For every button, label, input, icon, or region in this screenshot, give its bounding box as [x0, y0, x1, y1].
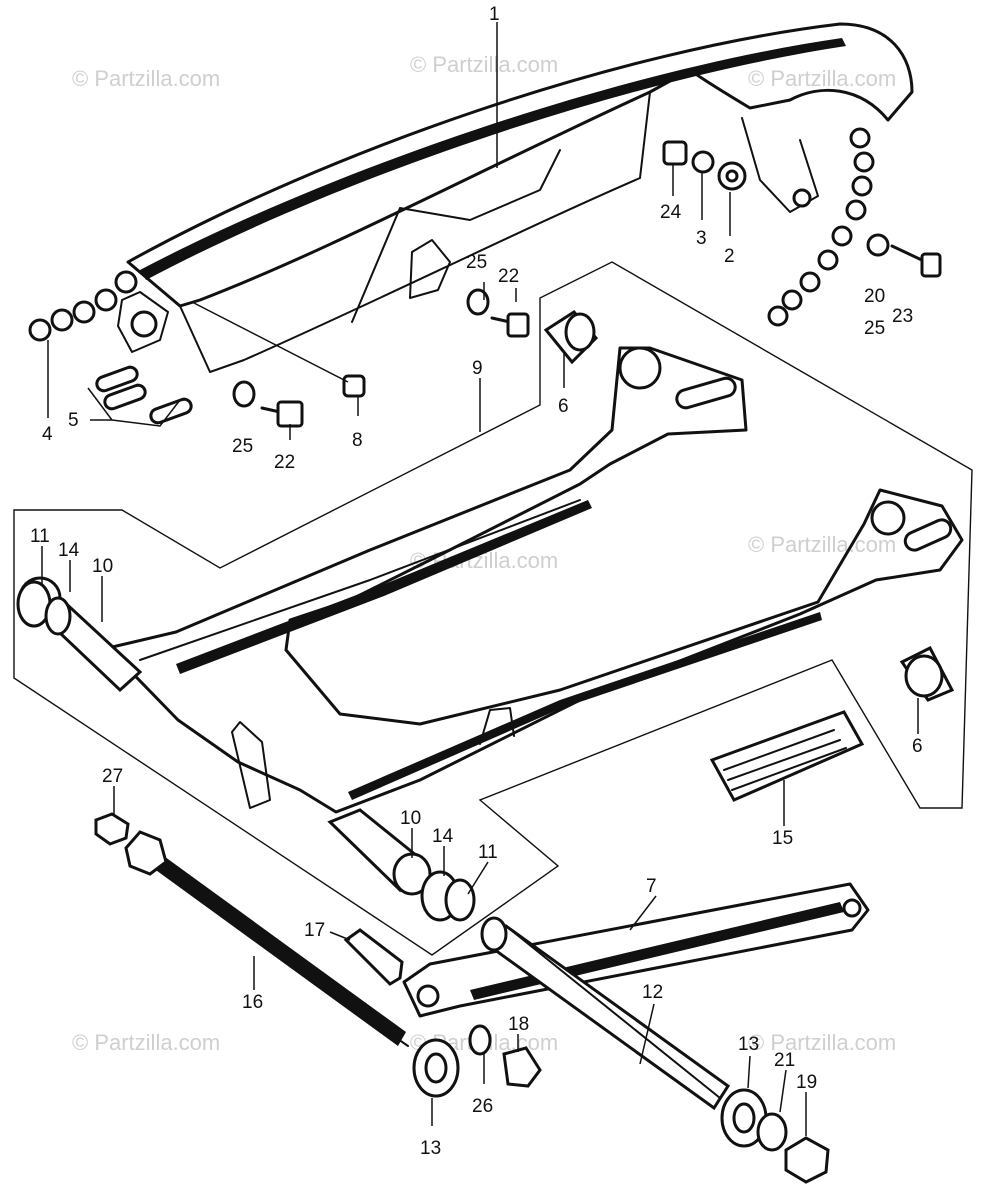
callout-label: 22 — [498, 266, 519, 287]
callout-label: 14 — [432, 826, 454, 847]
callout-label: 13 — [420, 1138, 441, 1159]
callout-label: 20 — [864, 286, 885, 307]
callout-label: 14 — [58, 540, 80, 561]
caution-label — [709, 710, 865, 802]
axle-hardware — [412, 1024, 830, 1184]
pivot-bolt — [94, 812, 409, 1047]
drive-chain — [28, 127, 875, 342]
callout-label: 16 — [242, 992, 263, 1013]
hardware — [191, 140, 942, 428]
callout-label: 8 — [352, 430, 363, 451]
callout-labels: 1 2 3 4 5 6 6 7 8 9 10 10 11 11 12 13 13… — [30, 4, 923, 1159]
callout-label: 17 — [304, 920, 325, 941]
callout-label: 13 — [738, 1034, 759, 1055]
callout-label: 5 — [68, 410, 79, 431]
callout-label: 2 — [724, 246, 735, 267]
callout-label: 25 — [466, 252, 487, 273]
rear-axle — [480, 916, 731, 1111]
callout-label: 10 — [92, 556, 113, 577]
watermark: © Partzilla.com — [410, 52, 558, 77]
callout-label: 12 — [642, 982, 663, 1003]
callout-label: 18 — [508, 1014, 529, 1035]
callout-label: 19 — [796, 1072, 817, 1093]
chain-joint — [95, 365, 193, 425]
callout-label: 10 — [400, 808, 421, 829]
callout-label: 22 — [274, 452, 295, 473]
callout-label: 24 — [660, 202, 682, 223]
dust-seals — [16, 580, 476, 922]
watermark: © Partzilla.com — [748, 66, 896, 91]
watermark: © Partzilla.com — [72, 66, 220, 91]
chain-case — [117, 22, 914, 373]
callout-label: 15 — [772, 828, 793, 849]
callout-label: 27 — [102, 766, 123, 787]
callout-label: 7 — [646, 876, 657, 897]
watermark: © Partzilla.com — [748, 1030, 896, 1055]
callout-label: 9 — [472, 358, 483, 379]
bushing — [543, 310, 955, 702]
callout-label: 1 — [489, 4, 500, 25]
callout-label: 21 — [774, 1050, 795, 1071]
watermark: © Partzilla.com — [72, 1030, 220, 1055]
callout-label: 26 — [472, 1096, 493, 1117]
callout-label: 23 — [892, 306, 913, 327]
watermark: © Partzilla.com — [748, 532, 896, 557]
callout-label: 3 — [696, 228, 707, 249]
callout-label: 25 — [232, 436, 253, 457]
callout-label: 6 — [912, 736, 923, 757]
callout-label: 6 — [558, 396, 569, 417]
assembly-panel-outline — [13, 261, 973, 956]
callout-label: 4 — [42, 424, 53, 445]
leader-lines — [41, 22, 919, 1136]
callout-label: 25 — [864, 318, 885, 339]
callout-label: 11 — [478, 842, 498, 863]
callout-label: 11 — [30, 526, 50, 547]
